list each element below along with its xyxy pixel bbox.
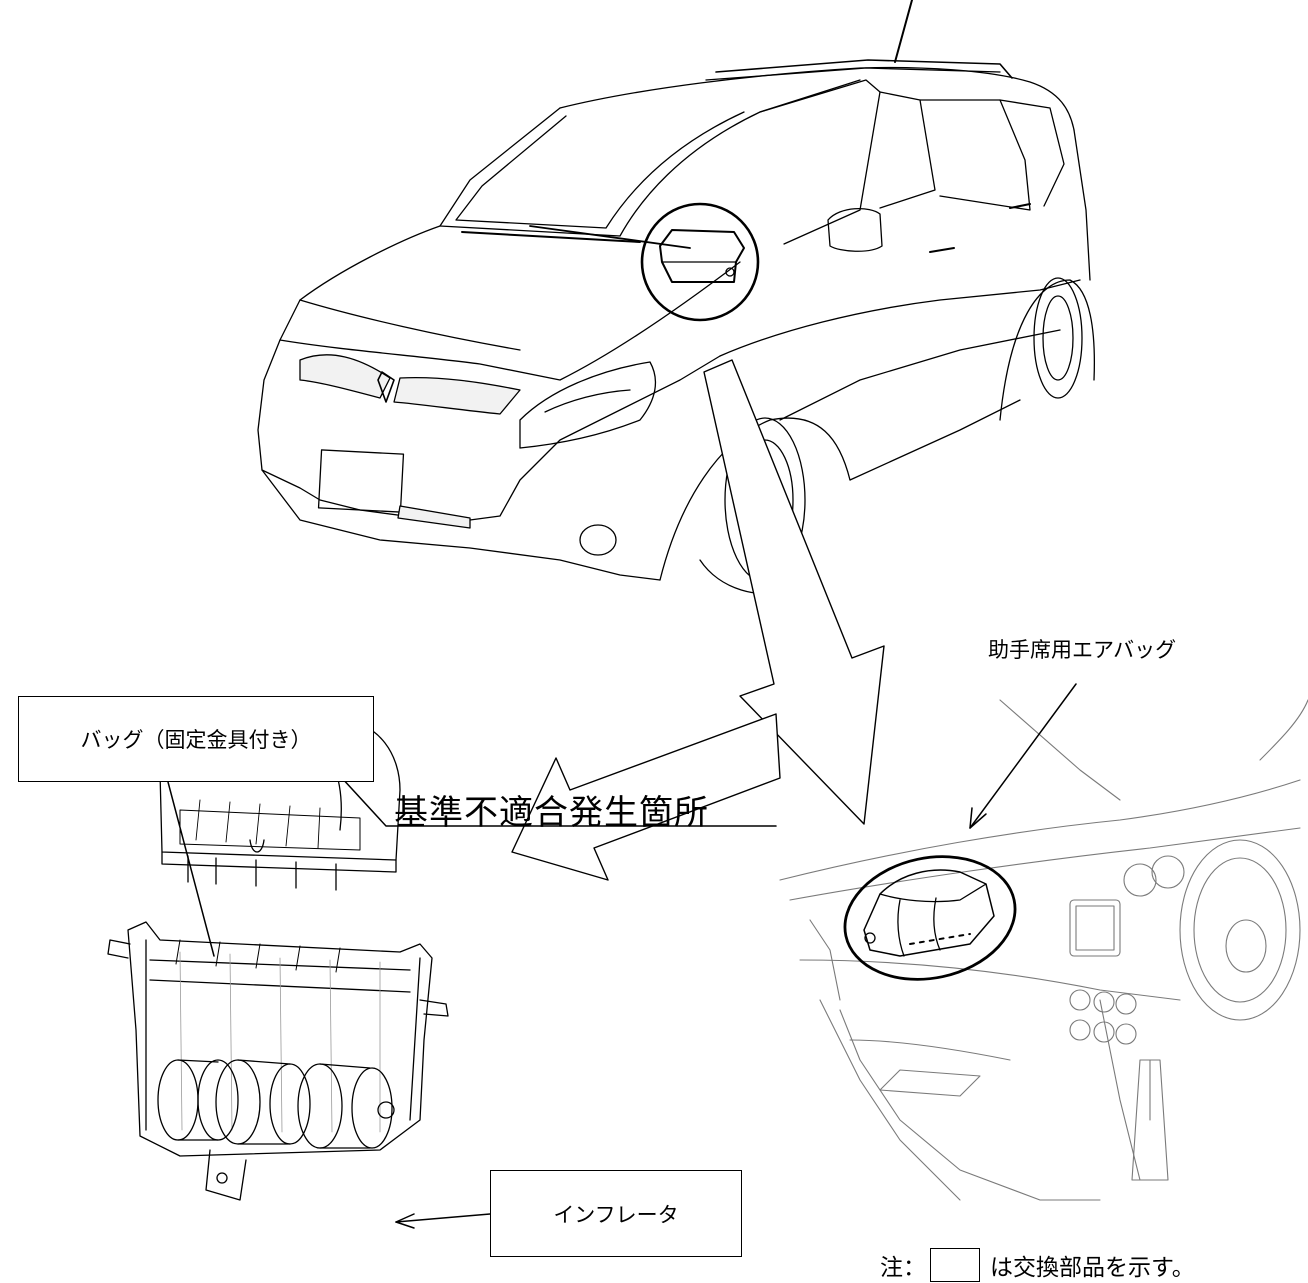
- leader-passenger-airbag: [969, 683, 1077, 829]
- bag-label-text: バッグ（固定金具付き）: [80, 728, 312, 752]
- defect-location-label: 基準不適合発生箇所: [394, 793, 709, 833]
- dashboard-airbag-highlight: [843, 855, 1017, 981]
- inflator-label: インフレータ: [490, 1170, 742, 1257]
- arrow-dashboard-to-parts: [511, 713, 781, 881]
- note-legend-box: [930, 1248, 980, 1282]
- car-illustration: [257, 0, 1095, 595]
- inflator-label-text: インフレータ: [553, 1202, 679, 1227]
- replacement-part-note: 注： は交換部品を示す。: [880, 1248, 1195, 1282]
- leader-inflator: [395, 1213, 491, 1223]
- passenger-airbag-label: 助手席用エアバッグ: [988, 638, 1177, 662]
- inflator-part: [107, 921, 449, 1201]
- dashboard-illustration: [779, 699, 1308, 1201]
- arrow-car-to-dashboard: [703, 359, 885, 825]
- leader-bag: [167, 781, 215, 957]
- bag-label: バッグ（固定金具付き）: [18, 696, 374, 782]
- note-suffix: は交換部品を示す。: [990, 1255, 1195, 1281]
- note-prefix: 注：: [880, 1255, 926, 1281]
